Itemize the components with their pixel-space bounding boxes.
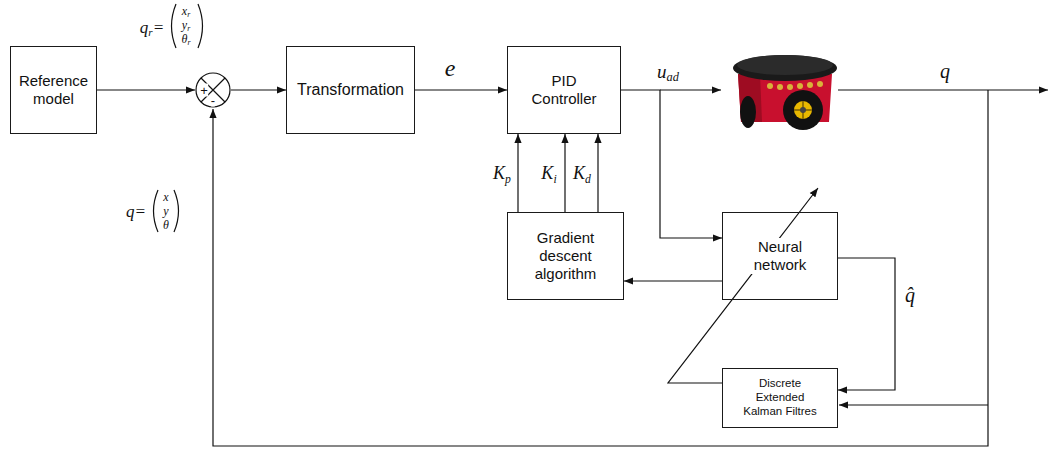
- signal-label: y: [162, 205, 169, 217]
- signal-label: e: [444, 56, 457, 80]
- signal-label: xr: [181, 5, 191, 17]
- signal-arrow: [668, 188, 818, 383]
- signal-arrow: [838, 258, 895, 390]
- signal-arrow: [621, 90, 722, 238]
- process-box: Gradient descent algorithm: [507, 212, 624, 300]
- summing-junction: +-: [195, 72, 231, 108]
- box-label: Transformation: [297, 80, 404, 99]
- signal-line: [839, 404, 988, 405]
- vector-bracket: [174, 190, 179, 232]
- sign-label: +: [200, 84, 208, 97]
- box-label: Neural network: [745, 238, 815, 274]
- robot-illustration: [733, 55, 837, 130]
- signal-label: uad: [656, 62, 680, 81]
- vector-bracket: [154, 190, 159, 232]
- signal-label: yr: [181, 19, 191, 31]
- sign-label: -: [211, 94, 215, 107]
- vector-bracket: [172, 4, 177, 48]
- signal-label: qr=: [139, 19, 165, 36]
- signal-label: q: [939, 61, 951, 81]
- box-label: Reference model: [18, 72, 90, 108]
- feedback-line: [213, 90, 988, 446]
- process-box: Reference model: [10, 46, 97, 134]
- signal-label: θr: [181, 33, 192, 45]
- signal-arrow: [597, 134, 598, 212]
- signal-label: q=: [125, 203, 147, 220]
- process-box: Neural network: [722, 212, 838, 300]
- box-label: Gradient descent algorithm: [523, 229, 608, 283]
- signal-arrow: [517, 134, 518, 212]
- signal-line: [660, 89, 721, 90]
- signal-label: q̂: [904, 285, 916, 305]
- signal-arrow: [97, 89, 195, 90]
- signal-label: Ki: [540, 164, 557, 182]
- signal-label: Kd: [572, 164, 592, 182]
- signal-label: x: [162, 191, 169, 203]
- process-box: Discrete Extended Kalman Filtres: [722, 368, 838, 428]
- signal-arrow: [231, 89, 286, 90]
- signal-label: θ: [162, 219, 170, 231]
- signal-arrow: [415, 89, 507, 90]
- output-line: [838, 89, 1048, 90]
- box-label: Discrete Extended Kalman Filtres: [735, 377, 825, 418]
- signal-label: Kp: [492, 164, 512, 182]
- process-box: PID Controller: [507, 46, 621, 134]
- vector-bracket: [198, 4, 203, 48]
- box-label: PID Controller: [524, 72, 604, 108]
- process-box: Transformation: [286, 46, 415, 134]
- signal-arrow: [564, 134, 565, 212]
- signal-arrow: [624, 280, 722, 281]
